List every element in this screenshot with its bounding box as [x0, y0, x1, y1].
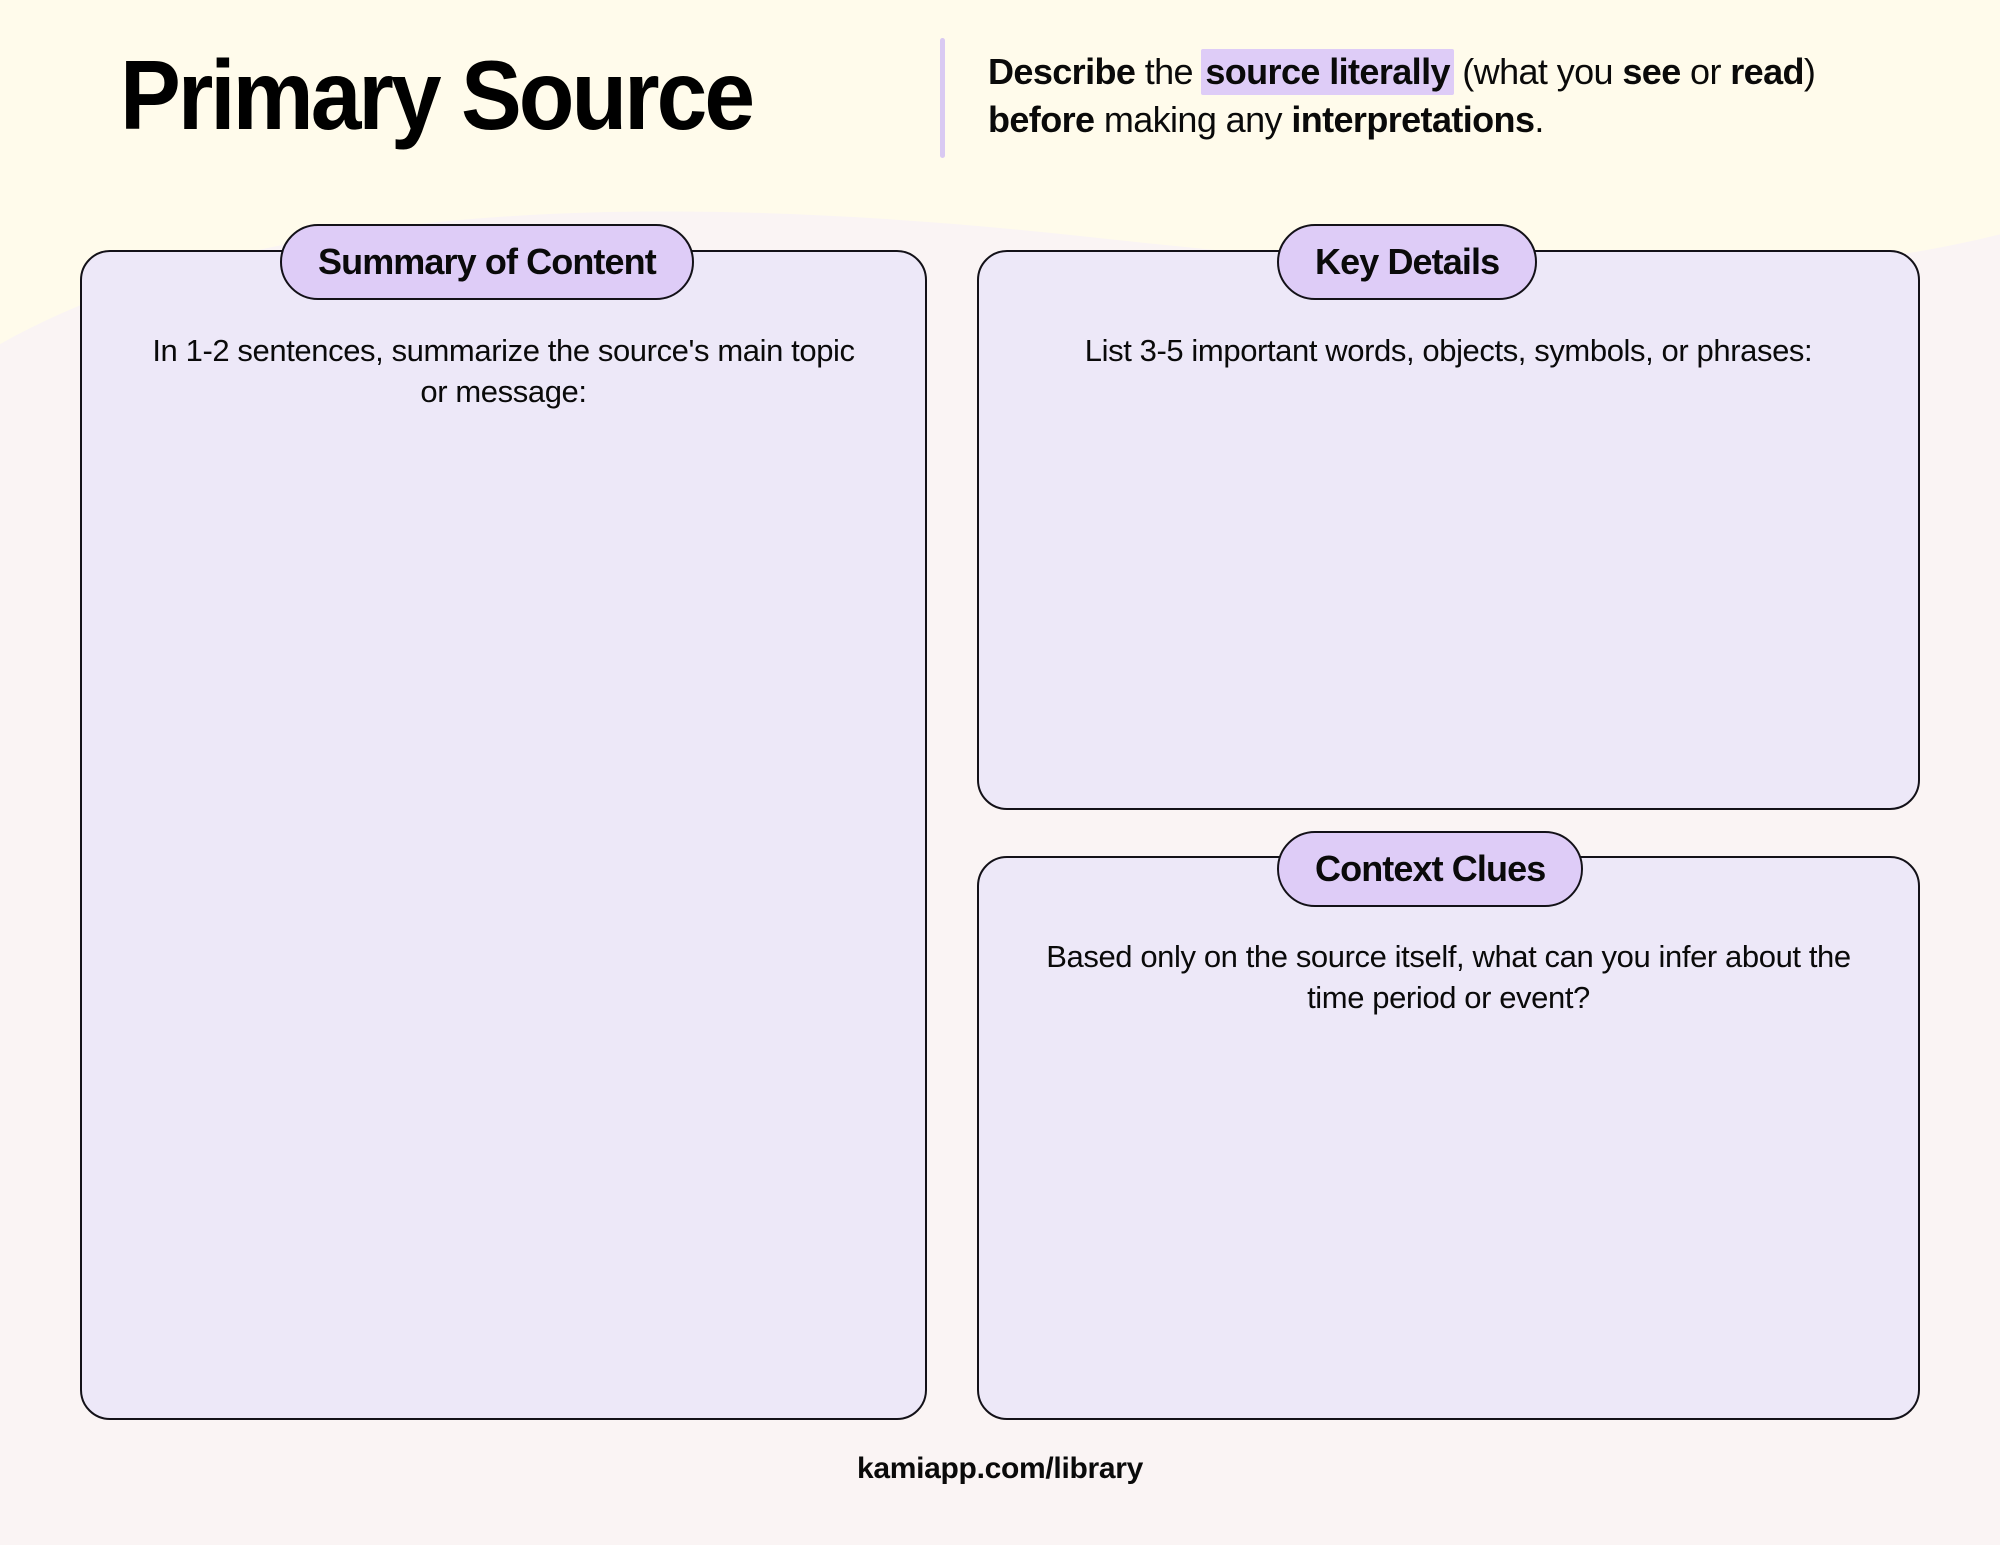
page-title: Primary Source	[120, 40, 755, 150]
subtitle-text-5: or	[1680, 51, 1731, 92]
worksheet-header: Primary Source Describe the source liter…	[0, 0, 2000, 205]
subtitle-emphasis-8: before	[988, 98, 1095, 140]
subtitle-emphasis-6: read	[1730, 51, 1804, 92]
subtitle-emphasis-0: Describe	[988, 51, 1136, 92]
card-context-clues[interactable]: Based only on the source itself, what ca…	[977, 856, 1920, 1420]
subtitle-text-11: .	[1534, 98, 1544, 140]
card-prompt-key-details: List 3-5 important words, objects, symbo…	[1084, 333, 1813, 368]
card-prompt-context-clues: Based only on the source itself, what ca…	[1046, 939, 1851, 1016]
footer-url: kamiapp.com/library	[856, 1452, 1144, 1485]
subtitle-text-3: (what you	[1452, 51, 1623, 92]
subtitle-text-1: the	[1135, 51, 1203, 92]
card-title-summary-of-content: Summary of Content	[280, 224, 694, 300]
subtitle-text-7: )	[1803, 51, 1816, 92]
header-subtitle: Describe the source literally (what you …	[988, 48, 1918, 144]
card-key-details[interactable]: List 3-5 important words, objects, symbo…	[977, 250, 1920, 810]
header-divider	[940, 38, 945, 158]
card-title-key-details: Key Details	[1277, 224, 1538, 300]
card-prompt-summary: In 1-2 sentences, summarize the source's…	[152, 333, 855, 410]
subtitle-emphasis-10: interpretations	[1291, 98, 1535, 140]
subtitle-text-9: making any	[1094, 98, 1292, 140]
card-summary-of-content[interactable]: In 1-2 sentences, summarize the source's…	[80, 250, 927, 1420]
subtitle-highlight-2: source literally	[1201, 49, 1454, 95]
card-title-context-clues: Context Clues	[1277, 831, 1584, 907]
subtitle-emphasis-4: see	[1622, 51, 1681, 92]
